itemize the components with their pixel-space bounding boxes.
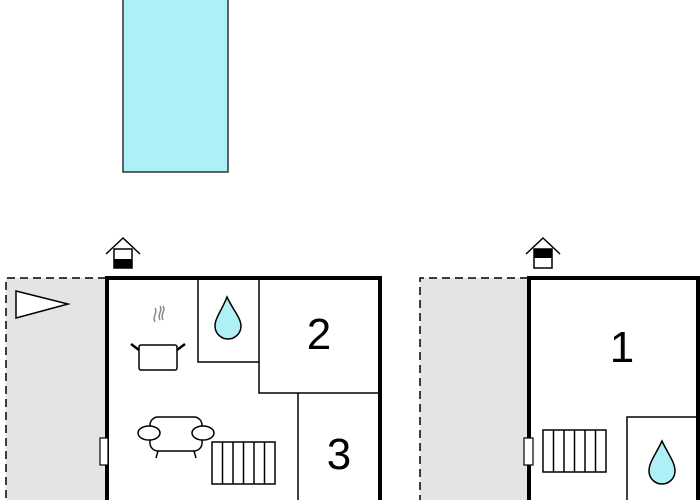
cooking-pot-icon (130, 305, 186, 371)
door-icon (523, 437, 534, 466)
stairs-icon (542, 429, 607, 473)
room-label-3: 3 (327, 430, 351, 479)
outdoor-terrace (420, 278, 528, 500)
right-floor-plan: 1 (419, 236, 700, 500)
room-label-1: 1 (610, 323, 634, 372)
room-label-2: 2 (307, 310, 331, 359)
water-drop-icon (648, 439, 676, 485)
pool (122, 0, 229, 173)
bathroom-wall (626, 416, 698, 500)
terrace-dashed-border (419, 277, 528, 500)
sofa-icon (137, 416, 215, 459)
bathroom-wall (197, 278, 260, 363)
door-icon (99, 437, 109, 466)
entrance-icon (105, 236, 141, 269)
outer-wall (527, 276, 700, 500)
stairs-icon (211, 441, 276, 485)
entrance-icon (525, 236, 561, 269)
water-drop-icon (214, 295, 242, 340)
terrace-dashed-border (5, 277, 106, 500)
terrace-flag-icon (15, 290, 71, 319)
room-2-wall (258, 362, 380, 394)
outer-wall (105, 276, 382, 500)
left-floor-plan: 2 3 (5, 236, 382, 500)
